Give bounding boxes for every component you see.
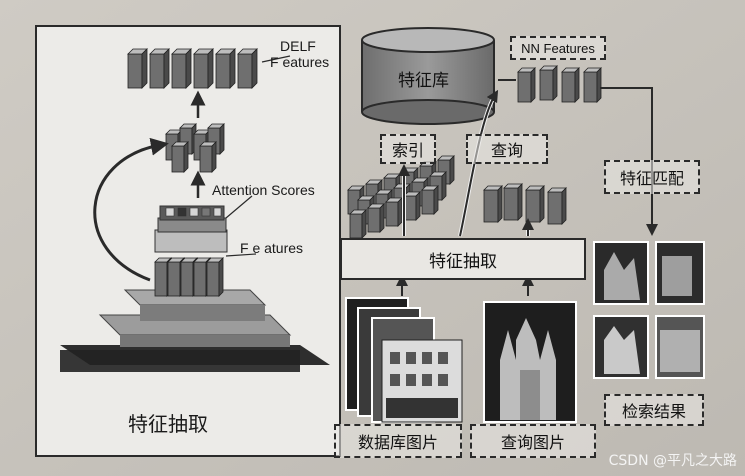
- feature-cube: [207, 258, 223, 296]
- attention-scores-label: Attention Scores: [212, 182, 315, 198]
- delf-features-label-line1: DELF: [280, 38, 316, 54]
- nn-cube: [518, 68, 535, 102]
- delf-feature-cube: [172, 49, 191, 88]
- retrieval-results-label-box: 检索结果: [604, 394, 704, 426]
- index-cube: [422, 186, 438, 214]
- index-cube: [404, 192, 420, 220]
- database-images-label: 数据库图片: [358, 429, 438, 453]
- query-cube: [548, 188, 566, 224]
- feature-matching-label-box: 特征匹配: [604, 160, 700, 194]
- nn-cube: [584, 68, 601, 102]
- query-cube: [526, 186, 544, 222]
- index-cube: [368, 204, 384, 232]
- database-label: 特征库: [398, 66, 449, 91]
- retrieval-results-label: 检索结果: [622, 398, 686, 422]
- query-image-photo: [484, 302, 576, 422]
- delf-feature-cube: [194, 49, 213, 88]
- query-image-label: 查询图片: [501, 429, 565, 453]
- feature-cubes-bottom: [155, 258, 223, 296]
- query-image-label-box: 查询图片: [470, 424, 596, 458]
- query-cube: [484, 186, 502, 222]
- query-cube: [504, 184, 522, 220]
- query-label: 查询: [491, 137, 523, 161]
- database-images-label-box: 数据库图片: [334, 424, 462, 458]
- query-label-box: 查询: [466, 134, 548, 164]
- delf-features-label-line2: F eatures: [270, 54, 329, 70]
- delf-feature-cube: [128, 49, 147, 88]
- attention-stack: [155, 206, 227, 252]
- feature-cube: [200, 142, 216, 172]
- features-label: F e atures: [240, 240, 303, 256]
- index-label-box: 索引: [380, 134, 436, 164]
- nn-features-label: NN Features: [521, 41, 595, 56]
- delf-feature-cube: [150, 49, 169, 88]
- nn-features-label-box: NN Features: [510, 36, 606, 60]
- delf-feature-cube: [238, 49, 257, 88]
- feature-extraction-box: 特征抽取: [340, 238, 586, 280]
- left-ground-photo: [60, 350, 300, 372]
- delf-feature-cube: [216, 49, 235, 88]
- watermark: CSDN @平凡之大路: [609, 450, 737, 470]
- feature-matching-label: 特征匹配: [620, 165, 684, 189]
- nn-cube: [540, 66, 557, 100]
- left-panel-title: 特征抽取: [128, 408, 208, 437]
- feature-extraction-label: 特征抽取: [429, 247, 497, 272]
- feature-cube: [172, 142, 188, 172]
- index-label: 索引: [392, 137, 424, 161]
- index-cube: [350, 210, 366, 238]
- nn-cube: [562, 68, 579, 102]
- index-cube: [386, 198, 402, 226]
